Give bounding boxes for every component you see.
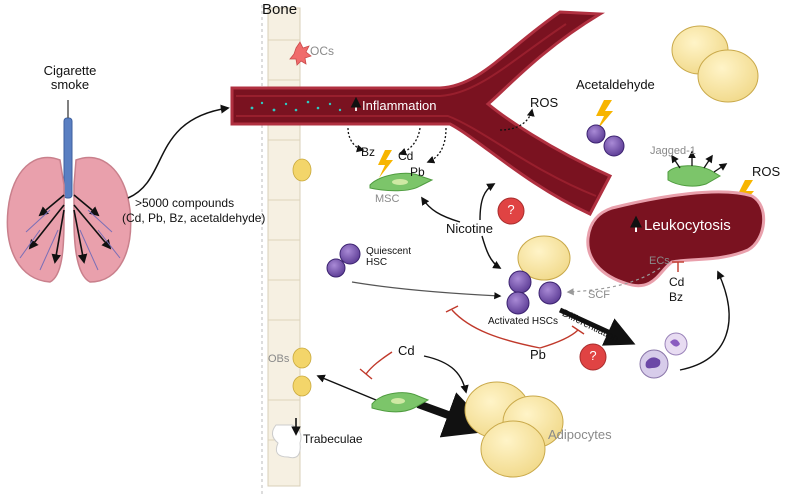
cd-bottom-arrows (423, 355, 469, 394)
label-leukocytosis: Leukocytosis (644, 217, 731, 234)
label-ros-right: ROS (752, 164, 781, 179)
vessel-release-arrows (347, 108, 535, 164)
lungs-illustration (6, 100, 132, 283)
nicotine-arrows (421, 183, 502, 269)
osteoclast-cell (289, 41, 312, 66)
label-trabeculae: Trabeculae (303, 432, 363, 446)
label-quiescent-hsc: Quiescent HSC (366, 246, 412, 268)
label-obs: OBs (268, 353, 290, 365)
label-bone: Bone (262, 1, 298, 18)
label-acetaldehyde: Acetaldehyde (576, 77, 655, 92)
adipocytes-cluster (464, 381, 564, 478)
arrow-leukocytes-to-vessel (679, 270, 730, 371)
label-ocs: OCs (310, 44, 334, 58)
adipocytes-top (671, 25, 759, 103)
label-cd-right: Cd (669, 275, 685, 289)
label-inflammation: Inflammation (362, 98, 437, 113)
label-adipocytes: Adipocytes (548, 427, 612, 442)
label-compounds-list: (Cd, Pb, Bz, acetaldehyde) (122, 211, 266, 225)
label-cd-bottom: Cd (398, 343, 415, 358)
label-compounds-count: >5000 compounds (135, 196, 235, 210)
label-scf: SCF (588, 289, 610, 301)
label-pb-top: Pb (410, 165, 425, 179)
label-ecs: ECs (649, 255, 670, 267)
arrow-smoke-to-vessel (127, 104, 230, 199)
differentiation-arrow (558, 307, 636, 346)
jagged-arrows (671, 150, 728, 173)
quiescent-hsc-cells (326, 243, 361, 278)
leukocytosis-vessel (586, 190, 766, 288)
label-cd-top: Cd (398, 149, 414, 163)
endothelial-jagged-cell (667, 165, 721, 187)
label-msc: MSC (375, 193, 400, 205)
label-bz-top: Bz (361, 145, 376, 159)
label-jagged: Jagged-1 (650, 145, 696, 157)
acetaldehyde-molecule (586, 124, 625, 157)
bone-column (267, 7, 302, 487)
inhibition-lines (359, 261, 684, 380)
msc-cell-bottom (371, 392, 430, 413)
label-ros-vessel: ROS (530, 95, 559, 110)
leukocyte-cells (639, 332, 688, 379)
scf-arrow (566, 267, 661, 296)
question-mark-bottom: ? (589, 348, 597, 363)
arrow-quiescent-to-activated (351, 281, 502, 300)
question-badges (497, 197, 607, 371)
blood-vessel (230, 10, 613, 216)
question-mark-top: ? (507, 202, 515, 217)
label-bz-right: Bz (669, 290, 684, 304)
osteoblast-cells (292, 158, 312, 397)
label-nicotine: Nicotine (446, 221, 493, 236)
activated-hscs-cluster (506, 235, 571, 315)
msc-to-obs-arrow (316, 374, 377, 401)
label-pb-bottom: Pb (530, 347, 546, 362)
label-cigarette-smoke: Cigarette smoke (43, 63, 97, 93)
msc-cell (369, 172, 434, 192)
label-activated-hscs: Activated HSCs (488, 316, 559, 327)
